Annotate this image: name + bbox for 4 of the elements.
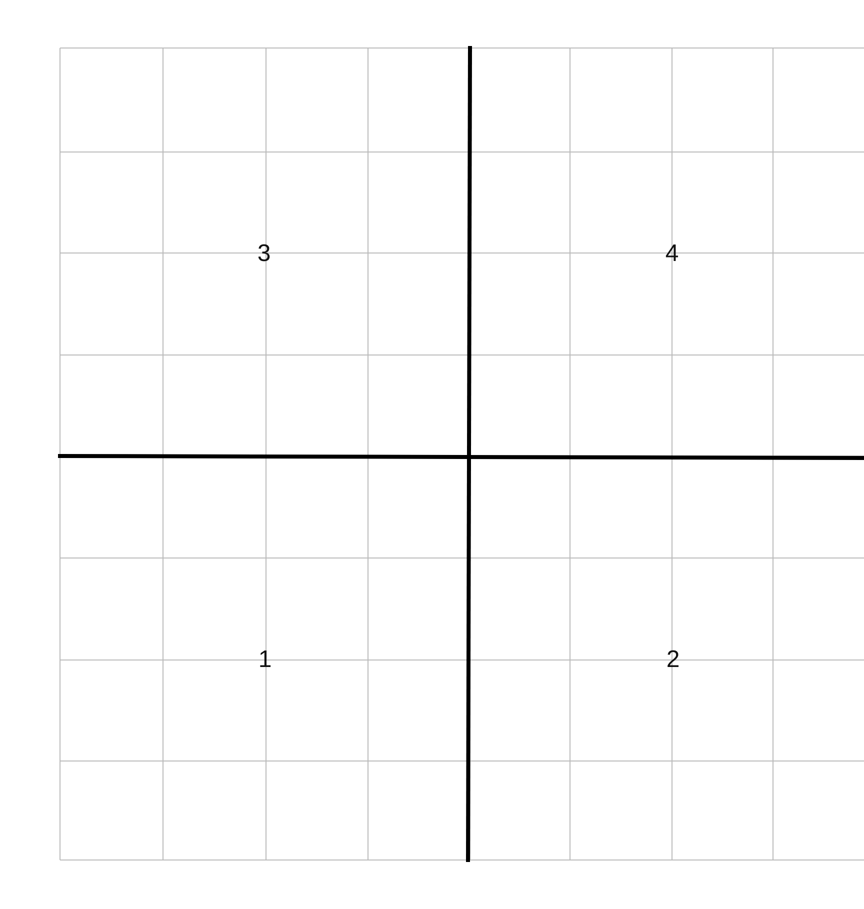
quadrant-number: 3 xyxy=(257,242,271,266)
quadrant-number: 1 xyxy=(258,648,272,672)
quadrant-number: 4 xyxy=(665,242,679,266)
quadrant-number: 2 xyxy=(666,648,680,672)
